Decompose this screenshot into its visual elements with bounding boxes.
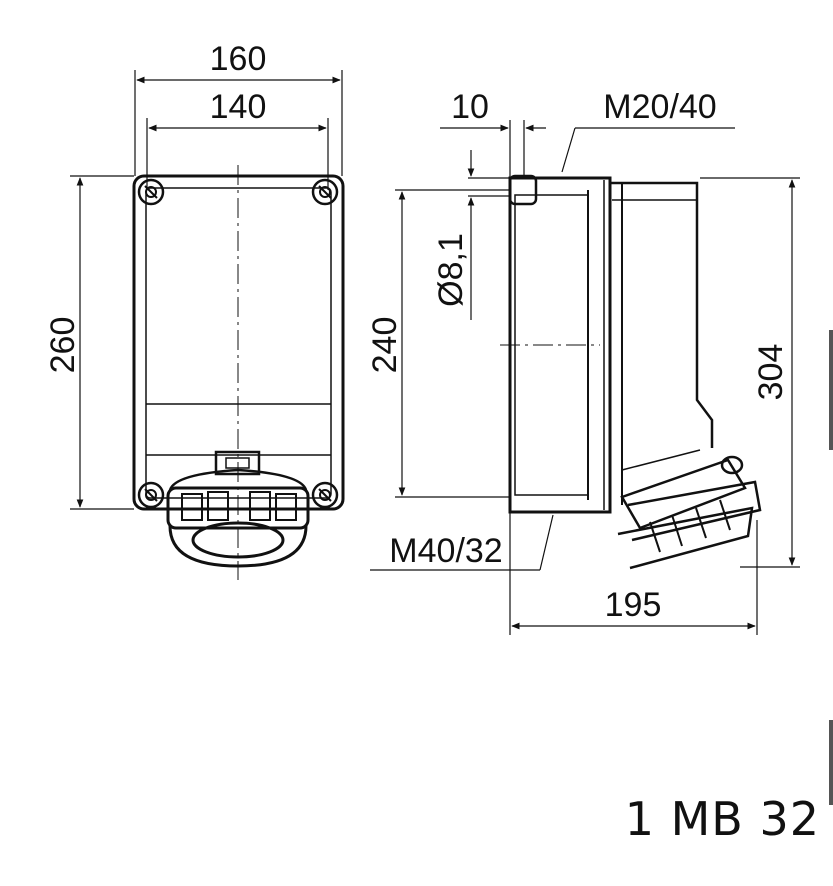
dim-gland-bottom: M40/32 [389, 532, 502, 570]
side-view [500, 174, 762, 570]
dim-offset: 10 [451, 88, 489, 126]
dim-depth: 195 [605, 586, 662, 624]
screw-icon [137, 481, 165, 509]
dim-width-outer: 160 [210, 40, 267, 78]
screw-icon [137, 178, 165, 206]
dim-gland-top: M20/40 [603, 88, 716, 126]
edge-mark [829, 330, 833, 450]
side-dimensions [370, 120, 800, 635]
dim-width-inner: 140 [210, 88, 267, 126]
screw-icon [311, 481, 339, 509]
screw-icon [311, 178, 339, 206]
front-view [132, 165, 345, 580]
angled-socket-icon [617, 455, 762, 570]
product-code: 1 MB 32 [624, 792, 820, 846]
dim-height-front: 260 [44, 317, 82, 374]
front-dimensions [70, 70, 343, 510]
dim-height-total: 304 [752, 344, 790, 401]
dim-mount-hole: Ø8,1 [432, 233, 470, 307]
dim-height-side: 240 [366, 317, 404, 374]
edge-mark [829, 720, 833, 805]
socket-ring-icon [166, 468, 310, 568]
